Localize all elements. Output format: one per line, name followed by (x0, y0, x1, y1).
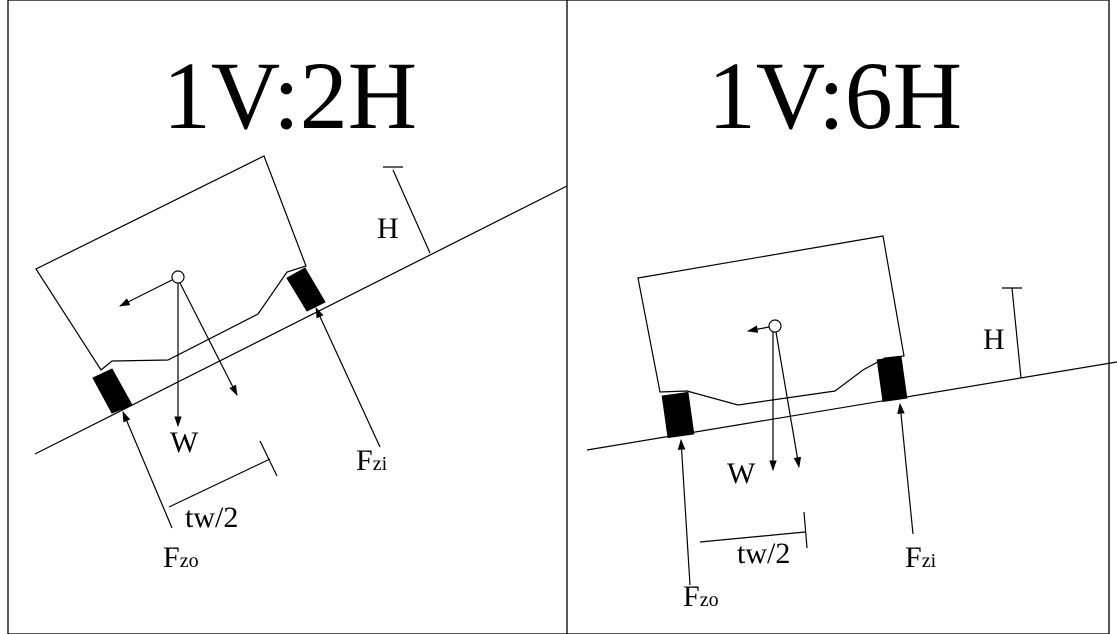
panel-title-right: 1V:6H (708, 42, 962, 149)
panel-right: 1V:6H H W tw/2 Fzo Fzi (586, 42, 1117, 613)
inner-tire-left (286, 267, 326, 312)
normal-component-arrow-right (775, 331, 802, 469)
track-dim-tick-left (259, 440, 278, 477)
track-dim-tick-right (803, 511, 808, 549)
lateral-force-arrow-right (746, 325, 770, 333)
lateral-force-arrow-left (119, 279, 173, 307)
height-label-right: H (983, 323, 1005, 356)
inner-tire-right (876, 355, 908, 403)
half-track-label-right: tw/2 (737, 537, 790, 570)
outer-frame (7, 0, 1110, 634)
height-label-left: H (377, 212, 399, 245)
track-dim-line-left (168, 458, 271, 508)
outer-tire-left (92, 368, 133, 414)
force-outer-label-right: Fzo (683, 580, 719, 613)
force-inner-label-right: Fzi (905, 541, 937, 574)
half-track-label-left: tw/2 (185, 501, 238, 534)
vehicle-body-left (35, 155, 307, 371)
height-dim-line-right (1011, 287, 1022, 379)
outer-force-arrow-right (677, 438, 691, 586)
weight-label-right: W (727, 457, 756, 490)
force-outer-label-left: Fzo (163, 541, 199, 574)
vehicle-body-right (637, 235, 905, 406)
center-of-gravity-left (171, 270, 185, 284)
inner-force-arrow-left (315, 307, 381, 448)
weight-label-left: W (170, 426, 199, 459)
track-dim-line-right (699, 531, 806, 543)
panel-title-left: 1V:2H (163, 42, 417, 149)
force-inner-label-left: Fzi (356, 444, 388, 477)
outer-tire-right (661, 391, 695, 439)
center-of-gravity-right (768, 319, 782, 333)
normal-component-arrow-left (179, 282, 238, 396)
inner-force-arrow-right (897, 402, 914, 535)
slope-ground-left (34, 185, 568, 455)
outer-force-arrow-left (122, 411, 173, 529)
panel-left: 1V:2H H W tw/2 Fzo Fzi (34, 42, 568, 574)
height-dim-line-left (392, 169, 431, 254)
